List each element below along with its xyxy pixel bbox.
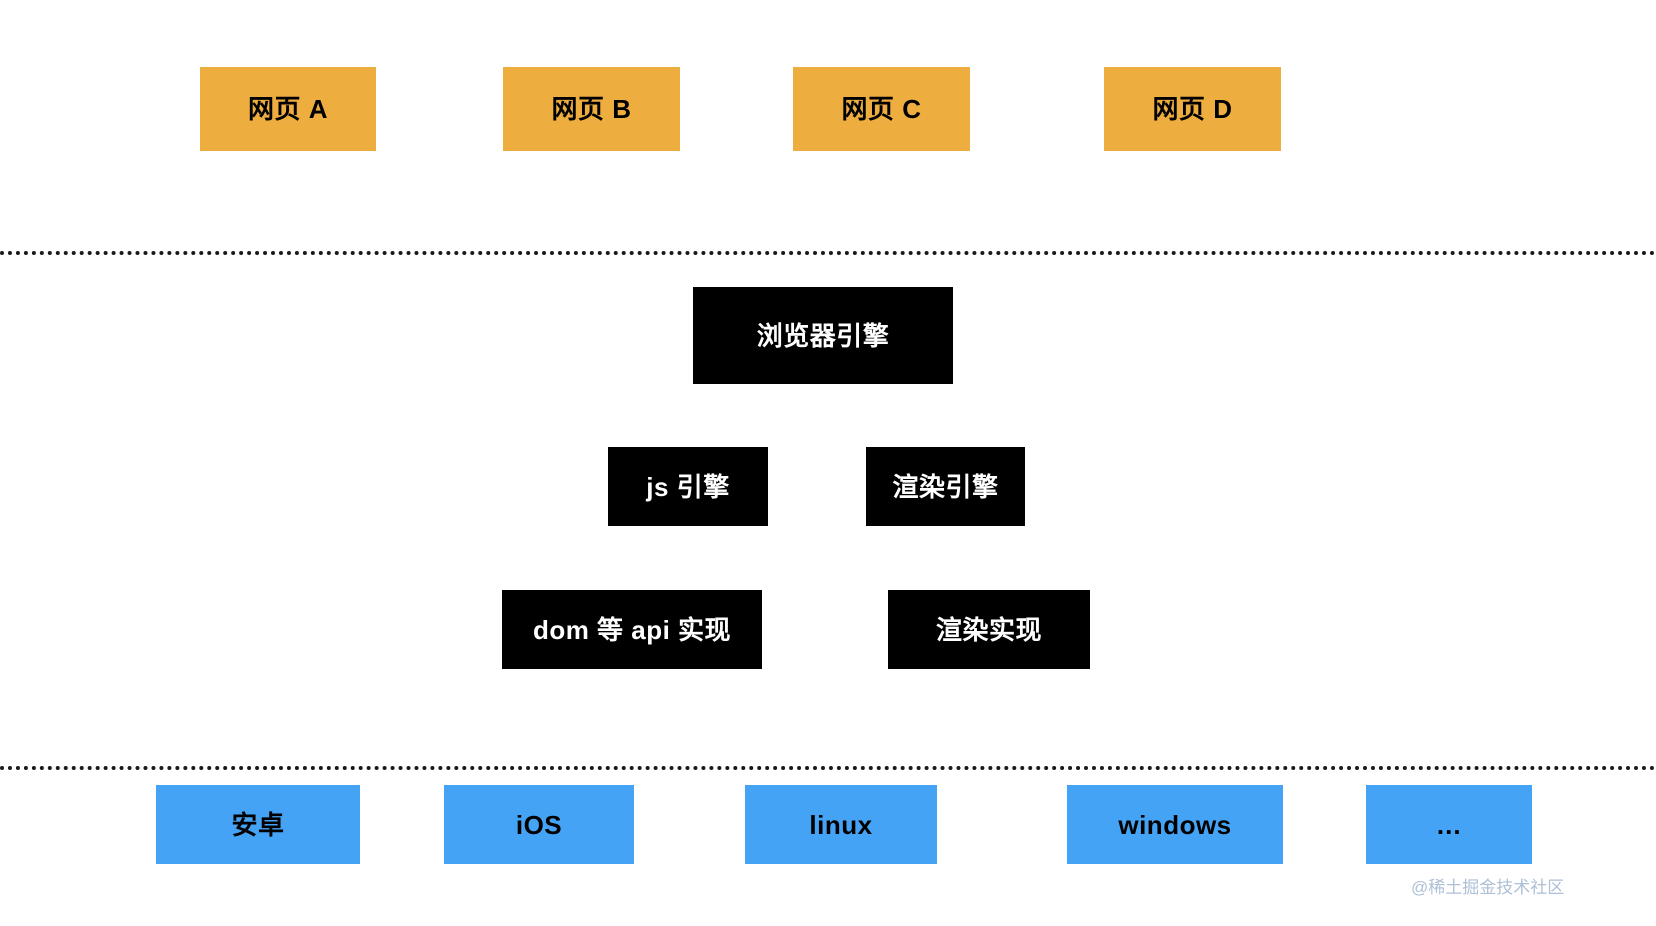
divider-engine-os — [0, 766, 1656, 770]
node-os-android: 安卓 — [156, 785, 360, 864]
divider-pages-engine — [0, 251, 1656, 255]
node-label: 网页 A — [247, 94, 328, 124]
node-os-more: … — [1366, 785, 1532, 864]
watermark: @稀土掘金技术社区 — [1411, 878, 1565, 897]
node-web-page-a: 网页 A — [200, 67, 376, 151]
node-os-windows: windows — [1067, 785, 1283, 864]
node-render-engine: 渲染引擎 — [866, 447, 1025, 526]
node-os-linux: linux — [745, 785, 937, 864]
node-label: dom 等 api 实现 — [532, 614, 732, 645]
node-label: 渲染引擎 — [892, 471, 999, 502]
node-label: 网页 B — [551, 94, 632, 124]
node-label: 安卓 — [231, 809, 285, 840]
node-label: windows — [1118, 809, 1232, 840]
node-label: 浏览器引擎 — [756, 320, 890, 351]
node-label: 网页 C — [841, 94, 922, 124]
node-label: 网页 D — [1152, 94, 1233, 124]
node-label: linux — [809, 809, 873, 840]
node-web-page-d: 网页 D — [1104, 67, 1281, 151]
node-dom-api-impl: dom 等 api 实现 — [502, 590, 762, 669]
node-label: … — [1435, 809, 1463, 840]
node-label: 渲染实现 — [935, 614, 1042, 645]
node-label: js 引擎 — [646, 471, 730, 502]
node-os-ios: iOS — [444, 785, 634, 864]
node-js-engine: js 引擎 — [608, 447, 768, 526]
node-browser-engine: 浏览器引擎 — [693, 287, 953, 384]
node-web-page-b: 网页 B — [503, 67, 680, 151]
node-render-impl: 渲染实现 — [888, 590, 1090, 669]
node-label: iOS — [515, 809, 563, 840]
node-web-page-c: 网页 C — [793, 67, 970, 151]
